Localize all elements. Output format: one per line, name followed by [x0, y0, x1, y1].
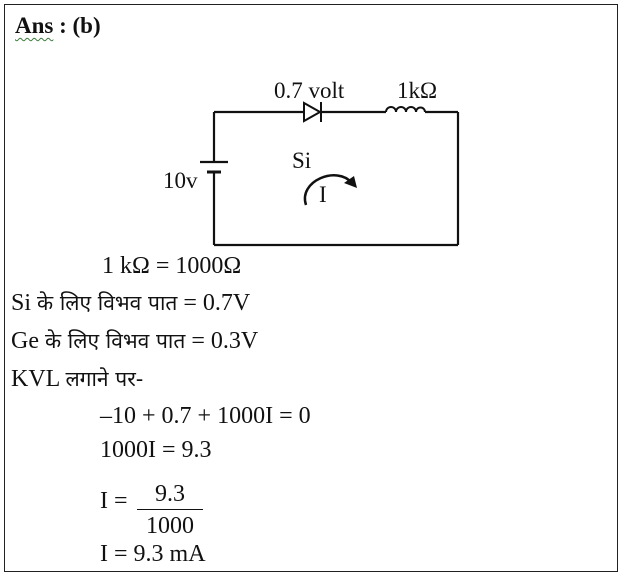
si-drop-line: Si के लिए विभव पात = 0.7V	[11, 289, 250, 317]
current-product-equation: 1000I = 9.3	[100, 437, 212, 463]
conversion-line: 1 kΩ = 1000Ω	[102, 253, 242, 279]
resistor-label: 1kΩ	[397, 78, 437, 103]
inductor-coil-symbol	[385, 106, 426, 113]
answer-prefix: Ans	[15, 13, 54, 38]
ge-value: = 0.3V	[185, 328, 259, 354]
ge-hindi-text: के लिए विभव पात	[44, 329, 186, 353]
arrow-head-icon	[344, 176, 357, 188]
battery-label: 10v	[163, 168, 198, 193]
kvl-label: KVL	[11, 366, 66, 392]
fraction: 9.3 1000	[135, 479, 205, 540]
si-label: Si	[11, 290, 38, 316]
kvl-equation: –10 + 0.7 + 1000I = 0	[100, 403, 311, 429]
fraction-denominator: 1000	[146, 513, 194, 539]
final-result: I = 9.3 mA	[100, 541, 206, 567]
kvl-hindi-text: लगाने पर-	[65, 367, 144, 391]
diode-symbol	[303, 101, 323, 123]
diode-label: 0.7 volt	[274, 78, 345, 103]
si-hindi-text: के लिए विभव पात	[37, 291, 178, 315]
current-label: I	[319, 182, 327, 207]
circuit-diagram: 0.7 volt 1kΩ 10v Si I	[163, 78, 460, 247]
answer-option: : (b)	[53, 13, 101, 38]
ge-label: Ge	[11, 328, 45, 354]
answer-box: Ans : (b) 0.7 volt 1kΩ 10v Si I 1 kΩ = 1…	[4, 4, 618, 572]
fraction-numerator: 9.3	[155, 481, 185, 507]
battery-symbol	[200, 160, 228, 174]
current-direction-arrow	[303, 174, 353, 206]
fraction-bar	[137, 509, 203, 510]
si-value: = 0.7V	[177, 290, 251, 316]
kvl-line: KVL लगाने पर-	[11, 365, 143, 393]
fraction-lhs: I =	[100, 488, 128, 514]
ge-drop-line: Ge के लिए विभव पात = 0.3V	[11, 327, 258, 355]
material-label: Si	[292, 148, 311, 173]
answer-heading: Ans : (b)	[15, 13, 101, 39]
